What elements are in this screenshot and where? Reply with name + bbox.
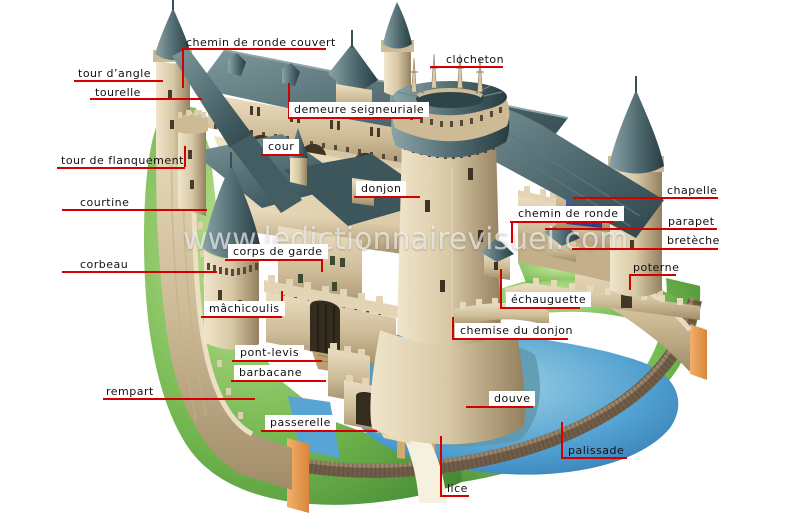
leader-line [500, 307, 580, 309]
leader-line [430, 66, 503, 68]
leader-line [232, 360, 322, 362]
label-tourelle: tourelle [95, 86, 141, 99]
leader-line [321, 259, 323, 272]
label-chapelle: chapelle [667, 184, 718, 197]
covered-walk-roof [172, 48, 252, 148]
label-breteche: bretèche [667, 234, 720, 247]
corbel-row [207, 263, 258, 276]
label-corps-de-garde: corps de garde [228, 244, 328, 259]
label-echauguette: échauguette [506, 292, 592, 307]
leader-line [545, 228, 717, 230]
label-machicoulis: mâchicoulis [204, 301, 285, 316]
leader-line [561, 422, 563, 457]
leader-line [182, 48, 184, 88]
leader-line [510, 221, 614, 223]
keep [370, 53, 526, 445]
leader-line [183, 48, 326, 50]
leader-line [261, 154, 304, 156]
leader-line [57, 167, 185, 169]
label-rempart: rempart [106, 385, 154, 398]
leader-line [225, 259, 322, 261]
leader-line [572, 248, 718, 250]
leader-line [231, 380, 326, 382]
leader-line [629, 274, 631, 290]
label-donjon: donjon [356, 181, 407, 196]
echauguette-turret [480, 238, 514, 280]
north-corner-tower [381, 2, 414, 96]
leader-line [452, 317, 454, 338]
label-poterne: poterne [633, 261, 680, 274]
label-courtine: courtine [80, 196, 130, 209]
leader-line [466, 406, 533, 408]
label-corbeau: corbeau [80, 258, 129, 271]
leader-line [288, 117, 421, 119]
label-cour: cour [263, 139, 300, 154]
leader-line [103, 398, 255, 400]
covered-walk-roof-2 [230, 134, 302, 213]
label-barbacane: barbacane [234, 365, 307, 380]
leader-line [90, 98, 202, 100]
label-passerelle: passerelle [265, 415, 336, 430]
leader-line [629, 274, 676, 276]
leader-line [573, 197, 718, 199]
label-palissade: palissade [568, 444, 625, 457]
leader-line [561, 457, 627, 459]
label-demeure-seigneuriale: demeure seigneuriale [289, 102, 430, 117]
leader-line [62, 209, 207, 211]
label-chemin-de-ronde-couvert: chemin de ronde couvert [186, 36, 336, 49]
label-tour-de-flanquement: tour de flanquement [61, 154, 184, 167]
label-parapet: parapet [668, 215, 715, 228]
leader-line [511, 221, 513, 243]
label-clocheton: clocheton [446, 53, 505, 66]
leader-line [184, 146, 186, 167]
leader-line [288, 83, 290, 117]
leader-line [440, 436, 442, 495]
leader-line [452, 338, 568, 340]
poterne-gate [621, 292, 632, 308]
leader-line [354, 196, 420, 198]
label-chemin-de-ronde: chemin de ronde [513, 206, 624, 221]
keep-cylinder [397, 140, 501, 346]
leader-line [201, 316, 282, 318]
leader-line [74, 80, 163, 82]
label-tour-d-angle: tour d’angle [78, 67, 152, 80]
wall-cut-right [690, 324, 707, 380]
leader-line [62, 271, 217, 273]
label-douve: douve [489, 391, 536, 406]
leader-line [440, 495, 469, 497]
pinnacles [411, 53, 483, 93]
keep-base [370, 328, 526, 445]
label-chemise-du-donjon: chemise du donjon [455, 323, 578, 338]
label-pont-levis: pont-levis [235, 345, 305, 360]
lice-path [400, 426, 447, 503]
leader-line [261, 430, 377, 432]
leader-line [500, 269, 502, 307]
label-lice: lice [447, 482, 468, 495]
wall-cut-left [287, 438, 309, 513]
